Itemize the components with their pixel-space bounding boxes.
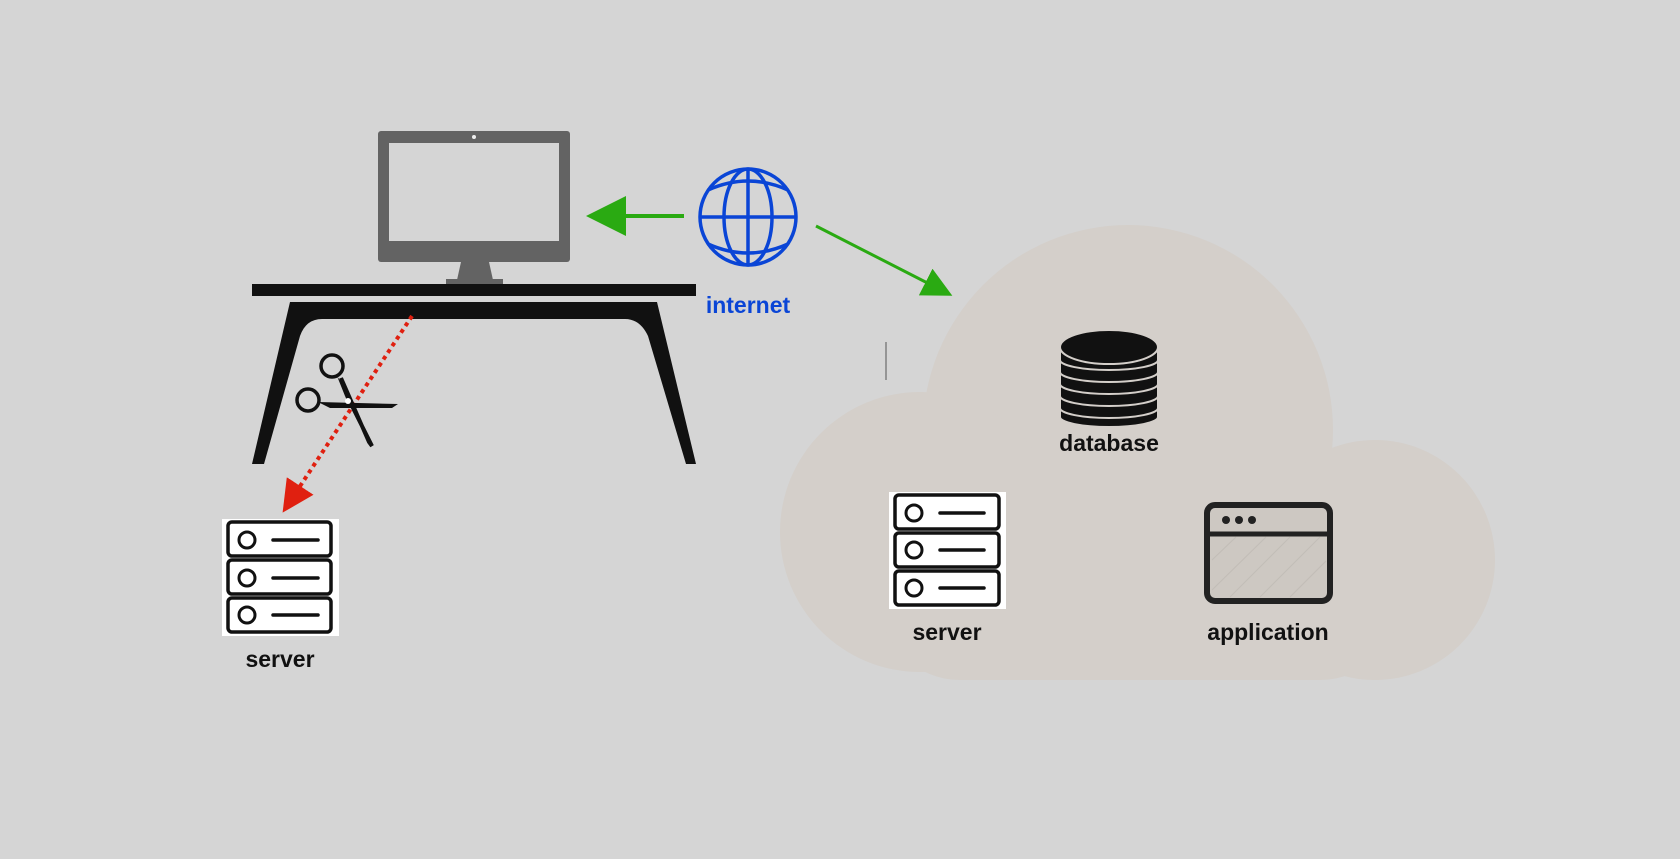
application-label: application [1207, 619, 1329, 645]
monitor-icon [378, 131, 570, 285]
globe-icon [698, 167, 798, 267]
database-label: database [1059, 430, 1159, 456]
arrow-internet-to-cloud [815, 224, 953, 296]
server-icon [889, 492, 1006, 609]
local-server-label: server [245, 646, 315, 672]
desk-icon [252, 284, 696, 464]
cut-connection-line [282, 314, 414, 513]
application-window-icon [1204, 502, 1333, 604]
server-icon [222, 519, 339, 636]
scissors-icon [295, 353, 398, 448]
cloud-server-label: server [912, 619, 982, 645]
internet-label: internet [705, 292, 791, 318]
database-icon [1059, 329, 1159, 428]
